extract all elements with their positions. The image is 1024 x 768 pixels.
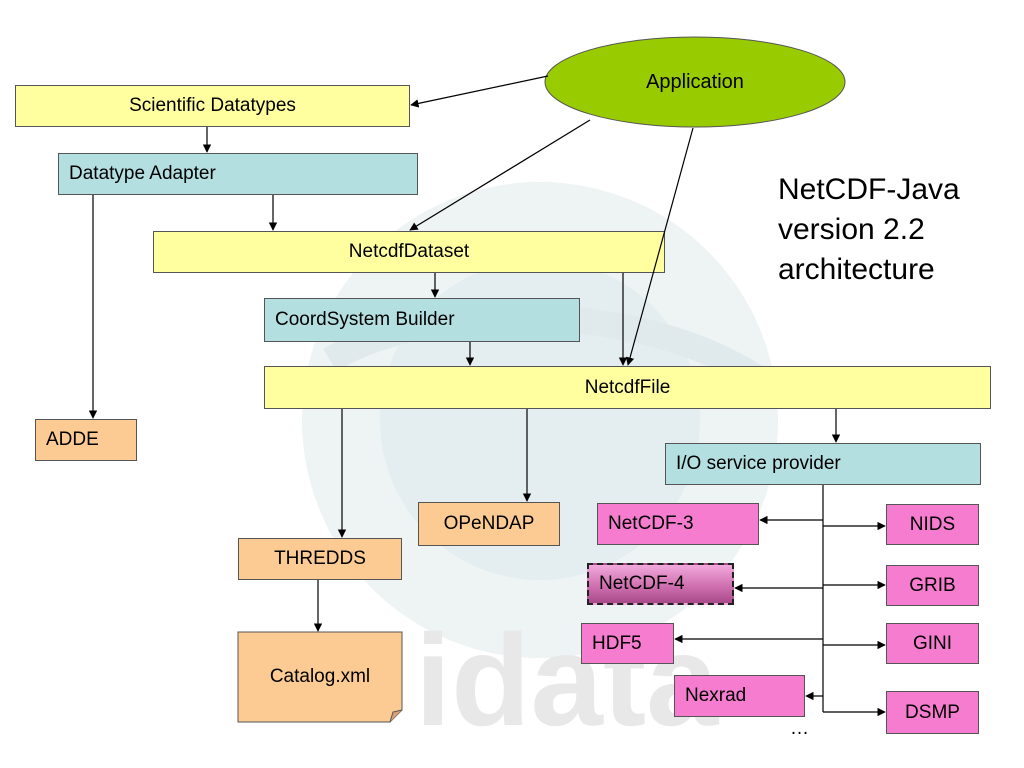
- nexrad-box: Nexrad: [674, 675, 805, 717]
- adde-box: ADDE: [35, 419, 137, 461]
- netcdf3-box: NetCDF-3: [597, 503, 759, 545]
- catalog-xml-label: Catalog.xml: [269, 666, 371, 687]
- dsmp-box: DSMP: [886, 691, 979, 734]
- gini-box: GINI: [886, 623, 979, 664]
- scientific-datatypes-box: Scientific Datatypes: [15, 85, 410, 127]
- application-label: Application: [646, 70, 744, 93]
- title-line-3: architecture: [778, 253, 935, 286]
- io-service-provider-box: I/O service provider: [665, 443, 981, 485]
- hdf5-box: HDF5: [581, 623, 674, 664]
- thredds-box: THREDDS: [238, 538, 402, 580]
- more-providers-ellipsis: …: [790, 718, 809, 739]
- grib-box: GRIB: [886, 565, 979, 606]
- opendap-box: OPeNDAP: [418, 502, 560, 546]
- netcdf-dataset-box: NetcdfDataset: [153, 231, 665, 273]
- datatype-adapter-box: Datatype Adapter: [58, 153, 418, 195]
- coordsystem-builder-box: CoordSystem Builder: [264, 298, 580, 342]
- netcdf4-box: NetCDF-4: [587, 563, 734, 605]
- netcdf-file-box: NetcdfFile: [264, 366, 991, 409]
- nids-box: NIDS: [886, 504, 979, 545]
- title-line-1: NetCDF-Java: [778, 173, 960, 206]
- title-line-2: version 2.2: [778, 213, 925, 246]
- diagram-title: NetCDF-Java version 2.2 architecture: [778, 170, 1014, 290]
